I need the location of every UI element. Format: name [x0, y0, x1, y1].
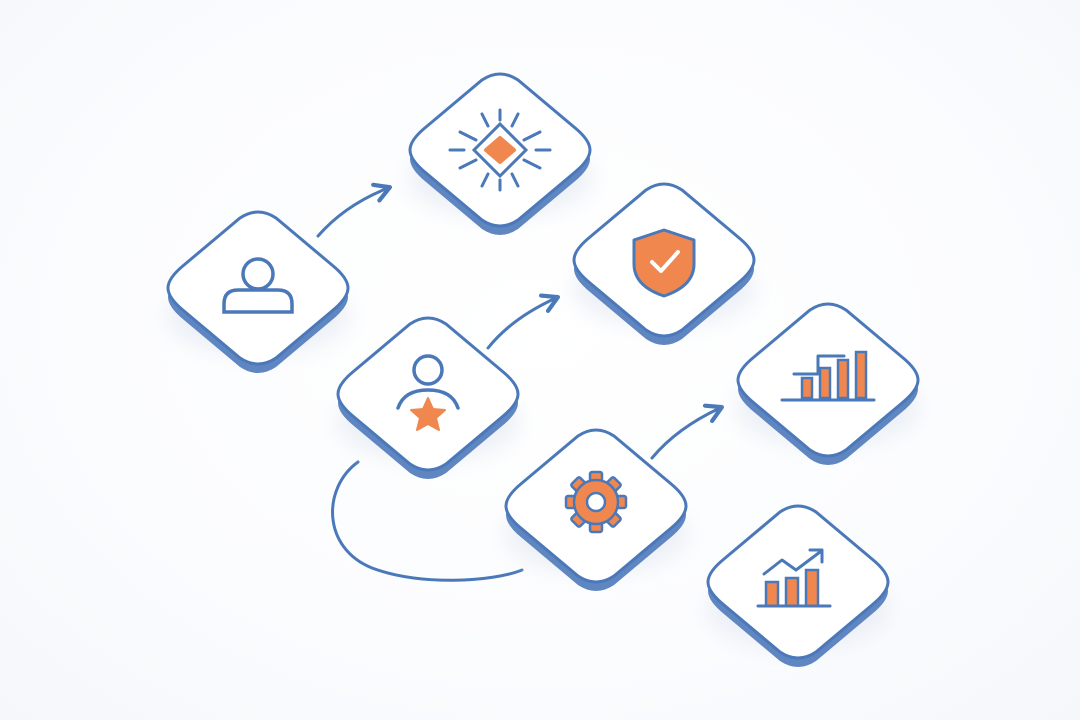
user-icon [222, 257, 294, 314]
node-shield [572, 182, 756, 345]
user-star-icon [396, 354, 460, 431]
shield-check-icon [632, 228, 696, 298]
connector-user-to-chip [316, 182, 393, 238]
node-chip [408, 72, 592, 235]
node-user-star [336, 316, 520, 479]
growth-chart-icon [756, 548, 832, 608]
connectors [316, 182, 725, 582]
connector-user-star-to-shield [486, 293, 561, 350]
connector-user-star-to-gear-loop [331, 460, 524, 582]
bar-chart-icon [780, 350, 876, 402]
node-bar-chart [736, 302, 920, 465]
node-gear [504, 428, 688, 591]
gear-icon [564, 470, 628, 534]
connector-gear-to-bar-chart [650, 403, 725, 460]
chip-icon [448, 108, 552, 192]
node-growth-chart [706, 504, 890, 667]
node-user [166, 210, 350, 373]
